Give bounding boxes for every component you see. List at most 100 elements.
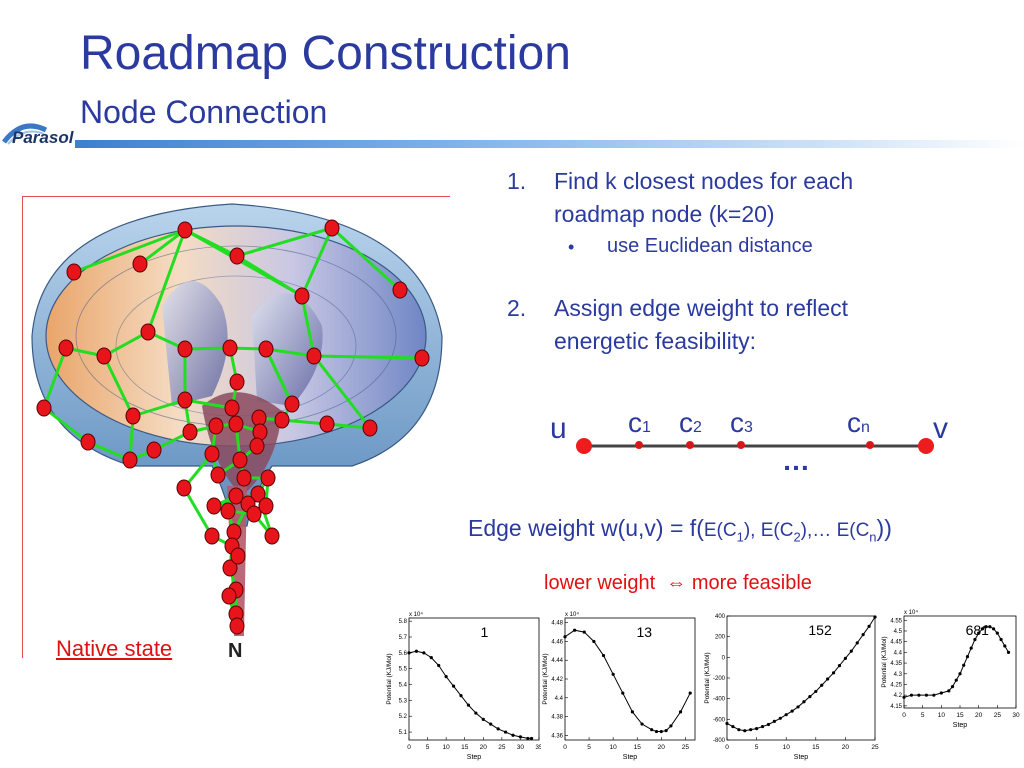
roadmap-node bbox=[284, 395, 300, 413]
roadmap-node bbox=[146, 441, 162, 459]
y-tick-label: -200 bbox=[713, 676, 726, 682]
plot-label: 681 bbox=[965, 622, 989, 638]
x-tick-label: 0 bbox=[407, 744, 411, 751]
data-point bbox=[737, 728, 741, 732]
label-cn: cn bbox=[847, 407, 870, 438]
y-tick-label: 5.7 bbox=[399, 635, 408, 641]
data-point bbox=[526, 736, 530, 741]
roadmap-node bbox=[229, 373, 245, 391]
roadmap-nodes bbox=[36, 219, 430, 635]
data-point bbox=[790, 709, 794, 713]
x-tick-label: 5 bbox=[426, 744, 430, 751]
roadmap-edge bbox=[73, 228, 186, 274]
y-tick-label: -400 bbox=[713, 697, 726, 703]
data-point bbox=[1003, 644, 1007, 648]
x-tick-label: 15 bbox=[634, 744, 642, 751]
y-axis-label: Potential (KJ/Mol) bbox=[881, 636, 888, 687]
y-tick-label: 5.2 bbox=[399, 714, 408, 720]
x-axis-label: Step bbox=[953, 722, 968, 729]
y-tick-label: 4.55 bbox=[890, 618, 902, 624]
data-point bbox=[778, 716, 782, 720]
y-tick-label: 4.38 bbox=[551, 715, 563, 721]
data-point bbox=[796, 705, 800, 709]
data-point bbox=[429, 656, 433, 660]
data-point bbox=[995, 631, 999, 635]
node-v bbox=[918, 438, 934, 454]
axis-exponent: x 10⁴ bbox=[409, 611, 423, 618]
data-point bbox=[749, 728, 753, 732]
data-point bbox=[992, 627, 996, 631]
roadmap-node bbox=[229, 247, 245, 265]
data-point bbox=[861, 633, 865, 637]
roadmap-node bbox=[222, 339, 238, 357]
data-point bbox=[902, 695, 906, 699]
label-c2: c2 bbox=[679, 407, 702, 438]
feasibility-note: lower weight ⇔ more feasible bbox=[544, 572, 812, 594]
x-tick-label: 10 bbox=[443, 744, 451, 751]
data-point bbox=[873, 615, 877, 619]
roadmap-node bbox=[176, 479, 192, 497]
data-point bbox=[973, 637, 977, 642]
y-tick-label: 5.8 bbox=[399, 619, 408, 625]
y-tick-label: 5.3 bbox=[399, 698, 408, 704]
roadmap-edge bbox=[42, 347, 68, 409]
axis-exponent: x 10⁴ bbox=[904, 609, 918, 616]
data-point bbox=[947, 689, 951, 693]
data-point bbox=[932, 693, 936, 697]
y-tick-label: 4.5 bbox=[894, 629, 903, 635]
data-point bbox=[688, 691, 692, 695]
roadmap-edge bbox=[43, 406, 89, 444]
data-point bbox=[760, 724, 765, 729]
native-state-label: Native state bbox=[56, 636, 173, 661]
y-tick-label: 4.44 bbox=[551, 658, 563, 664]
x-tick-label: 25 bbox=[994, 712, 1002, 719]
y-axis-label: Potential (KJ/Mol) bbox=[386, 653, 393, 704]
data-point bbox=[678, 710, 683, 714]
roadmap-node bbox=[58, 339, 74, 357]
y-tick-label: 4.45 bbox=[890, 640, 902, 646]
data-point bbox=[808, 695, 812, 699]
label-u: u bbox=[550, 412, 567, 445]
y-tick-label: 4.48 bbox=[551, 621, 563, 627]
y-tick-label: 4.4 bbox=[894, 650, 903, 656]
roadmap-node bbox=[228, 415, 244, 433]
roadmap-node bbox=[228, 487, 244, 505]
data-point bbox=[969, 646, 973, 650]
x-tick-label: 5 bbox=[755, 744, 759, 751]
roadmap-edge bbox=[300, 295, 316, 357]
roadmap-node bbox=[222, 559, 238, 577]
data-point bbox=[466, 703, 471, 707]
step-2-line-1: Assign edge weight to reflect bbox=[554, 295, 849, 321]
label-v: v bbox=[933, 412, 948, 445]
plot-frame bbox=[726, 615, 876, 741]
roadmap-node bbox=[250, 485, 266, 503]
data-point bbox=[977, 631, 981, 635]
roadmap-edge bbox=[146, 229, 187, 333]
roadmap-edge bbox=[139, 228, 186, 266]
data-point bbox=[849, 649, 853, 653]
x-axis-label: Step bbox=[623, 754, 638, 761]
roadmap-node bbox=[264, 527, 280, 545]
roadmap-node bbox=[96, 347, 112, 365]
data-point bbox=[437, 663, 441, 668]
data-point bbox=[659, 729, 663, 734]
roadmap-edge bbox=[258, 416, 328, 426]
roadmap-edge bbox=[300, 227, 334, 297]
x-tick-label: 15 bbox=[812, 744, 820, 751]
data-point bbox=[459, 694, 463, 698]
roadmap-edge bbox=[236, 226, 333, 258]
data-point bbox=[518, 735, 523, 739]
roadmap-node bbox=[252, 423, 268, 441]
data-point bbox=[843, 656, 847, 660]
step-2-number: 2. bbox=[507, 295, 527, 321]
x-tick-label: 25 bbox=[682, 744, 690, 751]
parasol-logo-icon bbox=[2, 123, 48, 145]
data-point bbox=[1006, 650, 1011, 654]
data-point bbox=[814, 689, 818, 694]
data-point bbox=[474, 711, 478, 715]
node-c1 bbox=[635, 441, 643, 449]
y-tick-label: 5.4 bbox=[399, 683, 408, 689]
path-diagram: u v c1 c2 c3 cn … bbox=[550, 407, 948, 476]
